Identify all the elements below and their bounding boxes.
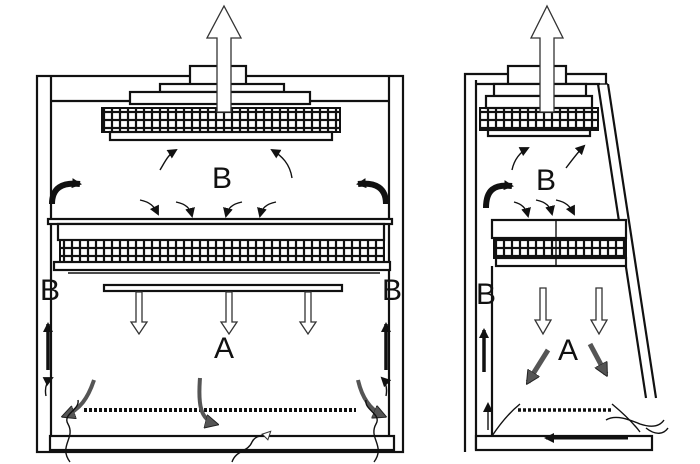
front-right-recirc-arrow (356, 178, 389, 205)
front-left-recirc-arrow (49, 178, 82, 205)
front-label-b-left: B (40, 274, 60, 307)
side-exhaust-arrow (529, 4, 565, 113)
side-exhaust-hepa-filter (479, 107, 599, 131)
front-label-b-top: B (212, 162, 232, 195)
side-label-b-top: B (536, 164, 556, 197)
side-view: B B A (463, 4, 669, 452)
front-supply-hepa-filter (59, 239, 385, 263)
front-exhaust-arrow (205, 4, 243, 113)
front-label-a-work-zone: A (214, 332, 234, 365)
front-label-b-right: B (382, 274, 402, 307)
front-view: B B B A (35, 4, 405, 463)
side-label-a-work-zone: A (558, 334, 578, 367)
side-supply-hepa-filter (493, 237, 627, 259)
side-label-b-left: B (476, 278, 496, 311)
side-recirc-arrow (483, 180, 514, 209)
